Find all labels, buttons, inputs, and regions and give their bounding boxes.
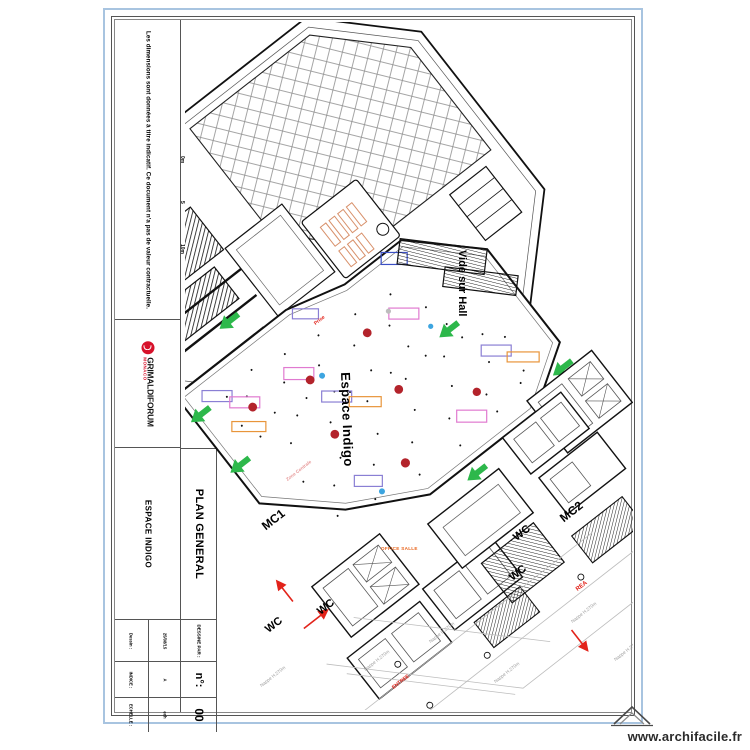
floor-plan-drawing: Vide sur Hall Espace Indigo OFFICE SALLE…	[185, 22, 633, 710]
echelle-cell: ECHELLE : ech	[115, 698, 181, 732]
numero-value-cell: 00	[181, 698, 217, 732]
numero-label-cell: n°:	[181, 662, 217, 698]
title-block-column: Les dimensions sont données à titre indi…	[115, 20, 181, 732]
echelle-label: ECHELLE :	[128, 703, 134, 727]
dessin-label: Dessin :	[128, 632, 134, 649]
logo-mark-icon	[141, 340, 155, 354]
echelle-label-field: ECHELLE :	[115, 698, 148, 732]
disclaimer-cell: Les dimensions sont données à titre indi…	[115, 20, 181, 320]
indice-cell: INDICE : A	[115, 662, 181, 698]
date-field: 25/08/15	[147, 620, 182, 661]
logo-subtitle: MONACO	[142, 356, 148, 381]
floor-plan-svg	[185, 22, 633, 710]
dessin-field: Dessin :	[115, 620, 148, 661]
logo-name: GRIMALDIFORUM	[145, 356, 156, 427]
disclaimer-text: Les dimensions sont données à titre indi…	[144, 30, 152, 309]
indice-label-field: INDICE :	[115, 662, 148, 697]
logo-cell: GRIMALDIFORUM MONACO	[115, 320, 181, 448]
date-value: 25/08/15	[162, 632, 168, 649]
sheet-border-outer	[111, 16, 635, 716]
label-office-salle: OFFICE SALLE	[381, 546, 418, 551]
plan-title-cell: PLAN GENERAL	[181, 448, 217, 620]
archifacile-logo-icon	[611, 705, 653, 727]
dessine-par-cell: DESSINE PAR :	[181, 620, 217, 662]
echelle-value: ech	[162, 711, 168, 719]
indice-value-field: A	[147, 662, 182, 697]
grimaldi-forum-logo-icon: GRIMALDIFORUM MONACO	[141, 340, 156, 427]
project-name-text: ESPACE INDIGO	[143, 499, 153, 568]
label-vide-sur-hall: Vide sur Hall	[456, 250, 468, 317]
watermark-text: www.archifacile.fr	[627, 729, 742, 744]
project-name-cell: ESPACE INDIGO	[115, 448, 181, 620]
indice-label: INDICE :	[128, 671, 134, 688]
date-dessin-cell: Dessin : 25/08/15	[115, 620, 181, 662]
numero-value: 00	[191, 708, 206, 722]
sheet-border-inner	[114, 19, 632, 713]
title-block-column-2: PLAN GENERAL DESSINE PAR : n°: 00	[181, 20, 217, 732]
indice-value: A	[162, 677, 168, 682]
echelle-value-field: ech	[147, 698, 182, 732]
